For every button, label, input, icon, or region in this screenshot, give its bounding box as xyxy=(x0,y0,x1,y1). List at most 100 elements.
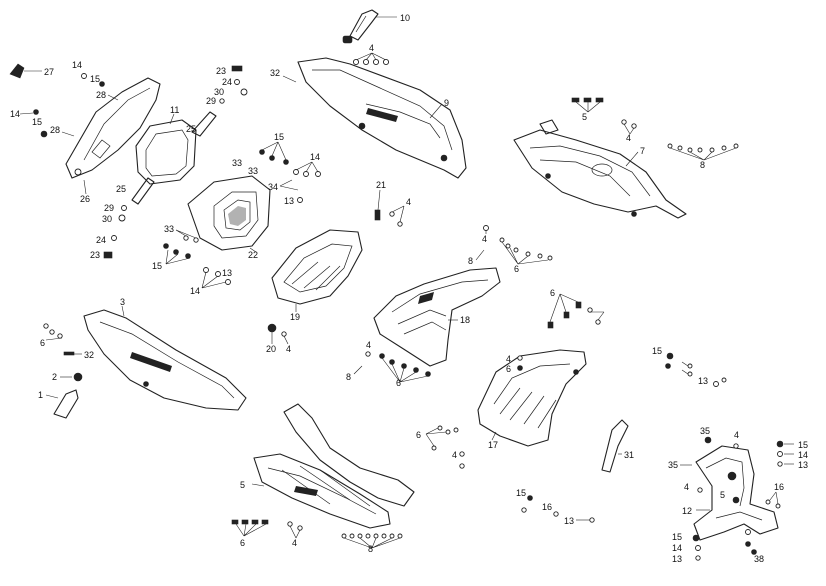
fastener-group-4-top: 4 xyxy=(352,43,390,66)
callout-4-b: 4 xyxy=(406,197,411,207)
callout-8-b: 8 xyxy=(468,256,473,266)
part-31-trim-bar: 31 xyxy=(601,419,634,473)
callout-13-c: 13 xyxy=(698,376,708,386)
callout-15-f: 15 xyxy=(798,440,808,450)
callout-13-b: 13 xyxy=(222,268,232,278)
part-26-front-cover: 26 14 15 28 14 15 28 xyxy=(10,60,161,204)
callout-12: 12 xyxy=(682,506,692,516)
callout-2: 2 xyxy=(52,372,57,382)
callout-33-b: 33 xyxy=(164,224,174,234)
callout-32-b: 32 xyxy=(84,350,94,360)
callout-7: 7 xyxy=(640,146,645,156)
callout-17: 17 xyxy=(488,440,498,450)
part-21-fastener: 21 4 xyxy=(374,180,411,227)
callout-34-a: 34 xyxy=(268,182,278,192)
callout-6-b: 6 xyxy=(514,264,519,274)
callout-16: 16 xyxy=(774,482,784,492)
callout-18: 18 xyxy=(460,315,470,325)
hardware-near-18: 4 8 6 4 8 6 xyxy=(346,225,553,388)
part-9-upper-side-panel: 9 32 xyxy=(270,57,467,179)
part-22-headlight-housing: 22 xyxy=(187,175,271,260)
callout-6-c: 6 xyxy=(396,378,401,388)
callout-14-d: 14 xyxy=(190,286,200,296)
callout-1: 1 xyxy=(38,390,43,400)
callout-31: 31 xyxy=(624,450,634,460)
callout-20: 20 xyxy=(266,344,276,354)
parts-32-2-1: 32 2 1 xyxy=(38,350,94,419)
callout-15-a: 15 xyxy=(90,74,100,84)
part-10-turn-signal: 10 xyxy=(342,9,410,44)
part-18-inner-cover: 18 xyxy=(373,267,501,367)
callout-9: 9 xyxy=(444,98,449,108)
callout-4-i: 4 xyxy=(452,450,457,460)
callout-3: 3 xyxy=(120,297,125,307)
callout-25-b: 25 xyxy=(116,184,126,194)
callout-24-a: 24 xyxy=(222,77,232,87)
callout-13-f: 13 xyxy=(564,516,574,526)
hardware-23-30-lower: 29 30 24 23 xyxy=(90,203,127,260)
callout-14-e: 14 xyxy=(798,450,808,460)
hardware-23-30-top: 23 24 30 29 xyxy=(206,65,248,106)
callout-4-g: 4 xyxy=(366,340,371,350)
callout-6-e: 6 xyxy=(416,430,421,440)
callout-14-f: 14 xyxy=(672,543,682,553)
part-20-screw: 20 4 xyxy=(266,323,291,354)
callout-8-c: 8 xyxy=(346,372,351,382)
callout-8-d: 8 xyxy=(368,544,373,554)
callout-4-l: 4 xyxy=(292,538,297,548)
callout-35-b: 35 xyxy=(668,460,678,470)
part-7-rear-panel: 7 xyxy=(513,119,687,219)
callout-15-h: 15 xyxy=(516,488,526,498)
callout-23-b: 23 xyxy=(90,250,100,260)
hardware-near-22-top: 15 14 33 33 34 13 xyxy=(232,132,321,206)
callout-10: 10 xyxy=(400,13,410,23)
callout-8-a: 8 xyxy=(700,160,705,170)
callout-29-a: 29 xyxy=(206,96,216,106)
callout-6-d: 6 xyxy=(550,288,555,298)
callout-30-b: 30 xyxy=(102,214,112,224)
part-25-bars: 25 25 xyxy=(116,111,217,205)
callout-4-c: 4 xyxy=(482,234,487,244)
hardware-bottom-6-4-8: 6 4 8 xyxy=(231,519,403,554)
callout-5: 5 xyxy=(240,480,245,490)
callout-32-top: 32 xyxy=(270,68,280,78)
callout-29-b: 29 xyxy=(104,203,114,213)
callout-15-g: 15 xyxy=(672,532,682,542)
callout-15-c: 15 xyxy=(274,132,284,142)
callout-21: 21 xyxy=(376,180,386,190)
hardware-6-left: 6 xyxy=(40,323,63,348)
callout-33-a: 33 xyxy=(232,158,242,168)
callout-27: 27 xyxy=(44,67,54,77)
callout-35-a: 35 xyxy=(700,426,710,436)
callout-4-e: 4 xyxy=(626,133,631,143)
callout-14-b: 14 xyxy=(10,109,20,119)
callout-4-j: 4 xyxy=(734,430,739,440)
part-17-center-body: 17 xyxy=(477,349,587,450)
part-3-lower-side-cover: 3 xyxy=(83,297,247,411)
hardware-15-14-13-right: 15 13 xyxy=(652,346,727,387)
callout-33-a2: 33 xyxy=(248,166,258,176)
part-12-rear-bracket: 12 xyxy=(682,445,779,541)
part-27-clip: 27 xyxy=(9,63,54,79)
callout-28-a: 28 xyxy=(96,90,106,100)
callout-26: 26 xyxy=(80,194,90,204)
callout-15-e: 15 xyxy=(652,346,662,356)
hardware-near-7: 5 4 8 xyxy=(571,97,739,170)
callout-4-top: 4 xyxy=(369,43,374,53)
callout-6-f: 6 xyxy=(240,538,245,548)
callout-6-a: 6 xyxy=(40,338,45,348)
callout-4-h: 4 xyxy=(506,354,511,364)
callout-15-b: 15 xyxy=(32,117,42,127)
callout-11: 11 xyxy=(170,105,179,115)
hardware-near-22-lower: 33 15 14 13 xyxy=(152,224,232,296)
callout-13-e: 13 xyxy=(672,554,682,564)
hardware-6-right-mid: 6 xyxy=(547,288,605,329)
callout-15-d: 15 xyxy=(152,261,162,271)
callout-5-c: 5 xyxy=(720,490,725,500)
callout-5-b: 5 xyxy=(582,112,587,122)
part-11-bracket: 11 xyxy=(135,105,197,185)
hardware-near-17: 4 6 6 4 xyxy=(416,354,523,469)
callout-16-b: 16 xyxy=(542,502,552,512)
